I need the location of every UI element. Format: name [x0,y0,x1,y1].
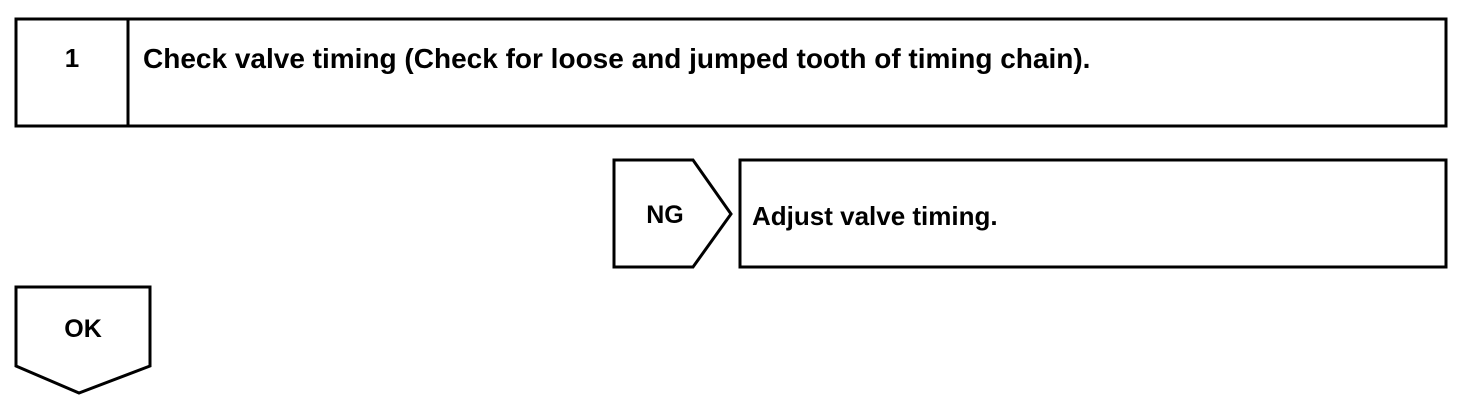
step-box [14,17,1448,128]
step-title: Check valve timing (Check for loose and … [143,43,1091,74]
ng-arrow-tag [612,158,733,269]
ok-arrow-tag [14,285,152,395]
ng-action-box [738,158,1448,269]
ok-label: OK [64,315,102,343]
step-number: 1 [64,43,80,73]
ng-action-text: Adjust valve timing. [752,201,998,231]
ng-label: NG [646,201,684,229]
